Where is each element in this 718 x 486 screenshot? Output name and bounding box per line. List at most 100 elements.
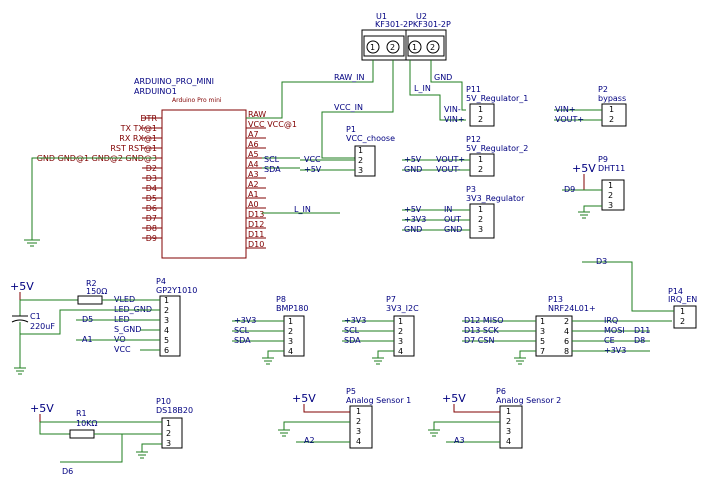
svg-text:1: 1 — [680, 307, 685, 316]
arduino-left-pin-label: D2 — [146, 164, 157, 173]
arduino-signal-wires: SCL SDA L_IN — [24, 155, 340, 247]
arduino-body — [161, 109, 247, 259]
svg-text:L_IN: L_IN — [294, 205, 311, 214]
arduino-left-pin-label: D6 — [146, 204, 157, 213]
svg-text:VIN+: VIN+ — [555, 105, 576, 114]
svg-text:2: 2 — [478, 215, 483, 224]
arduino-left-pin-label: D9 — [146, 234, 157, 243]
svg-text:1: 1 — [478, 205, 483, 214]
svg-text:5V_Regulator_2: 5V_Regulator_2 — [466, 144, 528, 153]
svg-text:4: 4 — [506, 437, 511, 446]
svg-text:3: 3 — [478, 225, 483, 234]
p14-irq-en: P14 IRQ_EN 1 2 D3 — [582, 257, 697, 329]
svg-text:IRQ: IRQ — [604, 316, 618, 325]
arduino-right-pin-label: D13 — [248, 210, 264, 219]
svg-text:1: 1 — [358, 146, 363, 155]
p4-pin-number: 6 — [164, 346, 169, 355]
p13-nrf24l01: P13 NRF24L01+ 1 3 5 7 2 4 6 8 D12 MISO D… — [462, 295, 672, 365]
svg-text:A2: A2 — [304, 436, 315, 445]
svg-text:3: 3 — [506, 427, 511, 436]
svg-text:P7: P7 — [386, 295, 396, 304]
p4-pin-label: VCC — [114, 345, 131, 354]
svg-text:+5V: +5V — [572, 162, 596, 175]
svg-text:2: 2 — [398, 327, 403, 336]
svg-text:2: 2 — [166, 429, 171, 438]
svg-text:MOSI: MOSI — [604, 326, 625, 335]
svg-text:220uF: 220uF — [30, 322, 55, 331]
p8-bmp180: P8 BMP180 +3V3 SCL SDA 1 2 3 4 — [232, 295, 308, 365]
arduino-left-pin-label: RST RST@1 — [110, 144, 157, 153]
svg-text:VOUT+: VOUT+ — [555, 115, 584, 124]
svg-text:+5V: +5V — [404, 155, 422, 164]
arduino-left-pin-label: D4 — [146, 184, 157, 193]
svg-text:4: 4 — [288, 347, 293, 356]
svg-text:2: 2 — [358, 156, 363, 165]
svg-text:P4: P4 — [156, 277, 166, 286]
svg-text:2: 2 — [288, 327, 293, 336]
svg-text:VCC_IN: VCC_IN — [334, 103, 363, 112]
svg-text:4: 4 — [356, 437, 361, 446]
svg-text:SCL: SCL — [264, 155, 280, 164]
svg-text:1: 1 — [540, 317, 545, 326]
svg-text:2: 2 — [478, 115, 483, 124]
svg-text:2: 2 — [430, 43, 435, 52]
arduino-right-pin-label: A5 — [248, 150, 259, 159]
p11-5v-regulator-1: P11 5V_Regulator_1 1 2 VIN- VIN+ — [444, 85, 528, 127]
svg-text:6: 6 — [564, 337, 569, 346]
arduino-right-pin-label: A2 — [248, 180, 259, 189]
svg-text:VCC: VCC — [304, 155, 321, 164]
svg-text:P11: P11 — [466, 85, 481, 94]
arduino-left-pin-label: TX TX@1 — [120, 124, 157, 133]
u2-screw-1 — [408, 40, 422, 54]
p4-gp2y1010: P4 GP2Y1010 1VLED2LED_GND3LED4S_GND5VO6V… — [114, 277, 197, 357]
p9-dht11: P9 DHT11 +5V 1 2 3 D9 — [562, 155, 625, 219]
svg-text:GND: GND — [434, 73, 452, 82]
svg-text:D9: D9 — [564, 185, 575, 194]
arduino-right-pin-label: A4 — [248, 160, 259, 169]
svg-text:P8: P8 — [276, 295, 286, 304]
svg-text:SDA: SDA — [234, 336, 251, 345]
svg-text:3V3_I2C: 3V3_I2C — [386, 304, 419, 313]
svg-text:1: 1 — [288, 317, 293, 326]
svg-text:1: 1 — [370, 43, 375, 52]
p4-pin-number: 5 — [164, 336, 169, 345]
arduino-right-pin-label: VCC VCC@1 — [248, 120, 297, 129]
arduino-right-pin-label: A7 — [248, 130, 259, 139]
svg-text:Analog Sensor 2: Analog Sensor 2 — [496, 396, 561, 405]
arduino-left-pin-label: D8 — [146, 224, 157, 233]
svg-text:DHT11: DHT11 — [598, 164, 625, 173]
svg-text:A3: A3 — [454, 436, 465, 445]
p6-analog-sensor-2: P6 Analog Sensor 2 1 2 3 4 +5V A3 — [428, 387, 561, 449]
svg-text:+3V3: +3V3 — [344, 316, 366, 325]
svg-text:P1: P1 — [346, 125, 356, 134]
r2-c1-network: +5V R2 150Ω C1 220uF D5 A1 — [10, 279, 160, 375]
svg-text:3: 3 — [166, 439, 171, 448]
p1-vcc-choose: P1 VCC_choose 1 2 3 VCC +5V — [300, 125, 395, 177]
svg-text:2: 2 — [564, 317, 569, 326]
svg-text:2: 2 — [506, 417, 511, 426]
u2-terminal — [405, 29, 447, 61]
svg-text:+3V3: +3V3 — [404, 215, 426, 224]
svg-text:D5: D5 — [82, 315, 93, 324]
svg-text:3: 3 — [356, 427, 361, 436]
svg-text:7: 7 — [540, 347, 545, 356]
arduino-right-pin-label: A1 — [248, 190, 259, 199]
svg-text:+5V: +5V — [442, 392, 466, 405]
arduino-left-pin-label: D7 — [146, 214, 157, 223]
svg-text:IRQ_EN: IRQ_EN — [668, 295, 697, 304]
svg-text:2: 2 — [680, 317, 685, 326]
p4-pin-number: 3 — [164, 316, 169, 325]
svg-text:3: 3 — [288, 337, 293, 346]
svg-text:3V3_Regulator: 3V3_Regulator — [466, 194, 525, 203]
svg-text:D6: D6 — [62, 467, 73, 476]
arduino-left-pin-label: DTR — [140, 114, 157, 123]
p4-pin-number: 4 — [164, 326, 169, 335]
svg-text:+5V: +5V — [10, 280, 34, 293]
svg-text:+3V3: +3V3 — [604, 346, 626, 355]
svg-text:VOUT-: VOUT- — [436, 165, 461, 174]
r2-resistor — [77, 295, 103, 305]
svg-text:P12: P12 — [466, 135, 481, 144]
svg-text:VIN+: VIN+ — [444, 115, 465, 124]
arduino-right-pin-label: D12 — [248, 220, 264, 229]
